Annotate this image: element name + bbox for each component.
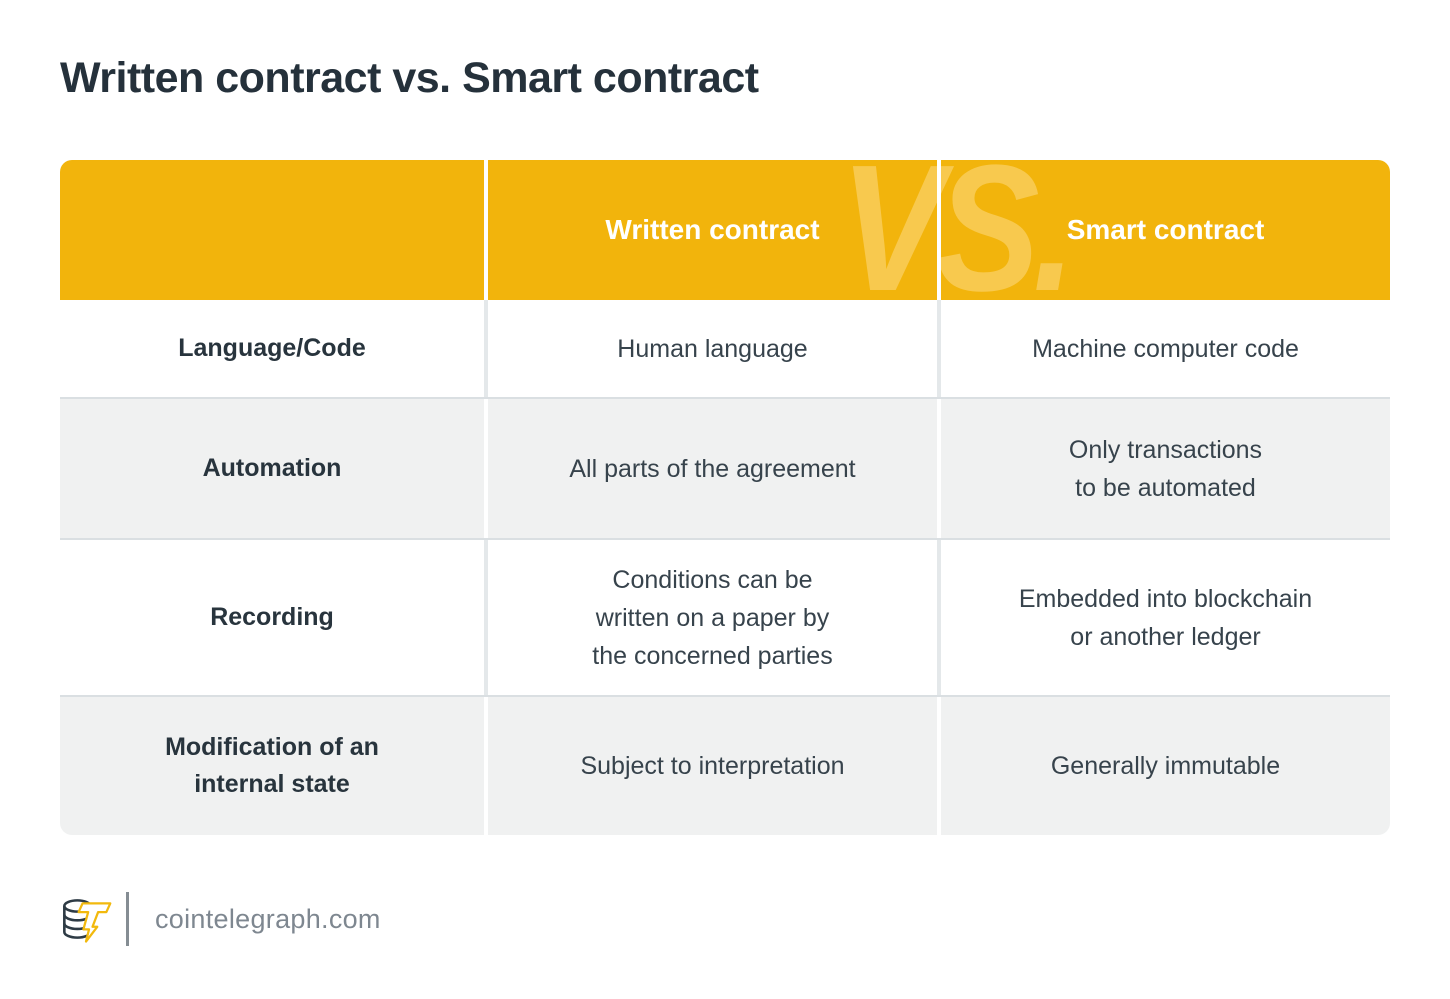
row-label: Modification of an internal state bbox=[165, 732, 379, 799]
row-label: Automation bbox=[202, 453, 342, 482]
table-row: Modification of an internal state Subjec… bbox=[60, 695, 1390, 835]
cointelegraph-logo-icon bbox=[60, 891, 112, 947]
written-contract-cell: All parts of the agreement bbox=[488, 399, 937, 538]
header-written-contract: Written contract bbox=[488, 160, 937, 300]
column-divider bbox=[937, 697, 941, 835]
row-label-cell: Automation bbox=[60, 399, 484, 538]
row-label-cell: Recording bbox=[60, 540, 484, 695]
page-title: Written contract vs. Smart contract bbox=[60, 54, 759, 102]
row-label-cell: Modification of an internal state bbox=[60, 697, 484, 835]
footer-divider bbox=[126, 892, 129, 946]
column-divider bbox=[484, 300, 488, 397]
column-divider bbox=[484, 697, 488, 835]
site-url-text: cointelegraph.com bbox=[155, 903, 381, 934]
written-contract-cell: Conditions can be written on a paper by … bbox=[488, 540, 937, 695]
header-written-contract-label: Written contract bbox=[605, 214, 820, 245]
row-label: Language/Code bbox=[178, 333, 366, 362]
smart-contract-cell: Embedded into blockchain or another ledg… bbox=[941, 540, 1390, 695]
table-row: Automation All parts of the agreement On… bbox=[60, 397, 1390, 538]
table-row: Recording Conditions can be written on a… bbox=[60, 538, 1390, 695]
cell-value: All parts of the agreement bbox=[569, 454, 856, 483]
table-header-row: Written contract Smart contract VS. bbox=[60, 160, 1390, 319]
column-divider bbox=[484, 399, 488, 538]
row-label-cell: Language/Code bbox=[60, 300, 484, 397]
smart-contract-cell: Machine computer code bbox=[941, 300, 1390, 397]
column-divider bbox=[937, 540, 941, 695]
cell-value: Conditions can be written on a paper by … bbox=[592, 565, 833, 670]
row-label: Recording bbox=[210, 602, 334, 631]
cell-value: Subject to interpretation bbox=[580, 752, 845, 780]
cell-value: Machine computer code bbox=[1032, 334, 1299, 363]
cell-value: Generally immutable bbox=[1050, 752, 1281, 780]
column-divider bbox=[937, 160, 941, 300]
footer: cointelegraph.com bbox=[60, 890, 381, 948]
header-smart-contract: Smart contract bbox=[941, 160, 1390, 300]
column-divider bbox=[484, 540, 488, 695]
header-empty-cell bbox=[60, 160, 484, 300]
written-contract-cell: Human language bbox=[488, 300, 937, 397]
cell-value: Embedded into blockchain or another ledg… bbox=[1018, 584, 1313, 651]
written-contract-cell: Subject to interpretation bbox=[488, 697, 937, 835]
smart-contract-cell: Only transactions to be automated bbox=[941, 399, 1390, 538]
column-divider bbox=[484, 160, 488, 300]
column-divider bbox=[937, 300, 941, 397]
comparison-table: Written contract Smart contract VS. Lang… bbox=[60, 160, 1390, 835]
header-smart-contract-label: Smart contract bbox=[1066, 214, 1265, 245]
table-row: Language/Code Human language Machine com… bbox=[60, 300, 1390, 397]
column-divider bbox=[937, 399, 941, 538]
smart-contract-cell: Generally immutable bbox=[941, 697, 1390, 835]
cell-value: Only transactions to be automated bbox=[1068, 435, 1263, 502]
cell-value: Human language bbox=[617, 334, 808, 363]
